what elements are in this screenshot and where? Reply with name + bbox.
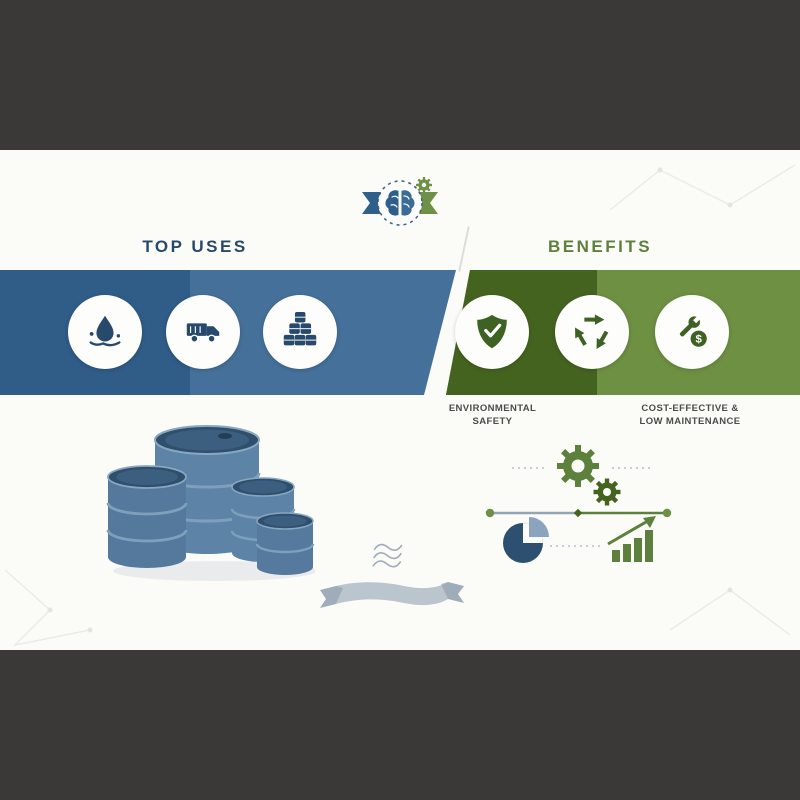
network-decoration (669, 587, 791, 636)
infographic-panel: TOP USES BENEFITS (0, 150, 800, 650)
benefit-label-line: ENVIRONMENTAL (448, 403, 537, 414)
dollar-symbol: $ (695, 334, 702, 346)
brain-gear-emblem (362, 177, 438, 226)
pie-chart-graphic (503, 517, 549, 563)
gear-small-icon (593, 478, 621, 506)
oil-drop-icon (89, 315, 121, 347)
use-icon-circle (68, 295, 142, 369)
brain-icon (385, 190, 415, 216)
growth-bar-chart (607, 516, 656, 562)
brain-gear-badge (340, 174, 460, 234)
benefit-label-line: LOW MAINTENANCE (639, 416, 741, 428)
benefit-icon-circle (555, 295, 629, 369)
use-icon-circle (263, 295, 337, 369)
benefit-label-line: COST-EFFECTIVE & (641, 403, 739, 414)
benefit-icon-circle (455, 295, 529, 369)
wrench-savings-icon: $ (679, 315, 707, 347)
gear-icon (416, 177, 432, 193)
benefit-label-cost-effective: COST-EFFECTIVE & LOW MAINTENANCE (610, 402, 770, 429)
network-decoration (609, 164, 796, 211)
truck-icon (186, 323, 220, 343)
timeline-connector (485, 508, 672, 518)
recycle-icon (575, 314, 609, 349)
benefit-icon-circle: $ (655, 295, 729, 369)
process-graphics (485, 445, 672, 563)
shield-check-icon (477, 314, 507, 349)
barrel (255, 512, 315, 575)
benefit-label-line: SAFETY (472, 416, 513, 428)
benefit-label-environmental-safety: ENVIRONMENTAL SAFETY (430, 402, 555, 429)
steel-drums-illustration (106, 425, 315, 581)
use-icon-circle (166, 295, 240, 369)
section-title-benefits: BENEFITS (547, 237, 653, 256)
wavy-lines-decoration (372, 543, 403, 568)
gear-large-icon (557, 445, 599, 487)
stacked-drums-icon (283, 311, 317, 346)
section-title-top-uses: TOP USES (142, 237, 248, 256)
ribbon-banner (320, 582, 464, 608)
barrel (106, 465, 188, 568)
